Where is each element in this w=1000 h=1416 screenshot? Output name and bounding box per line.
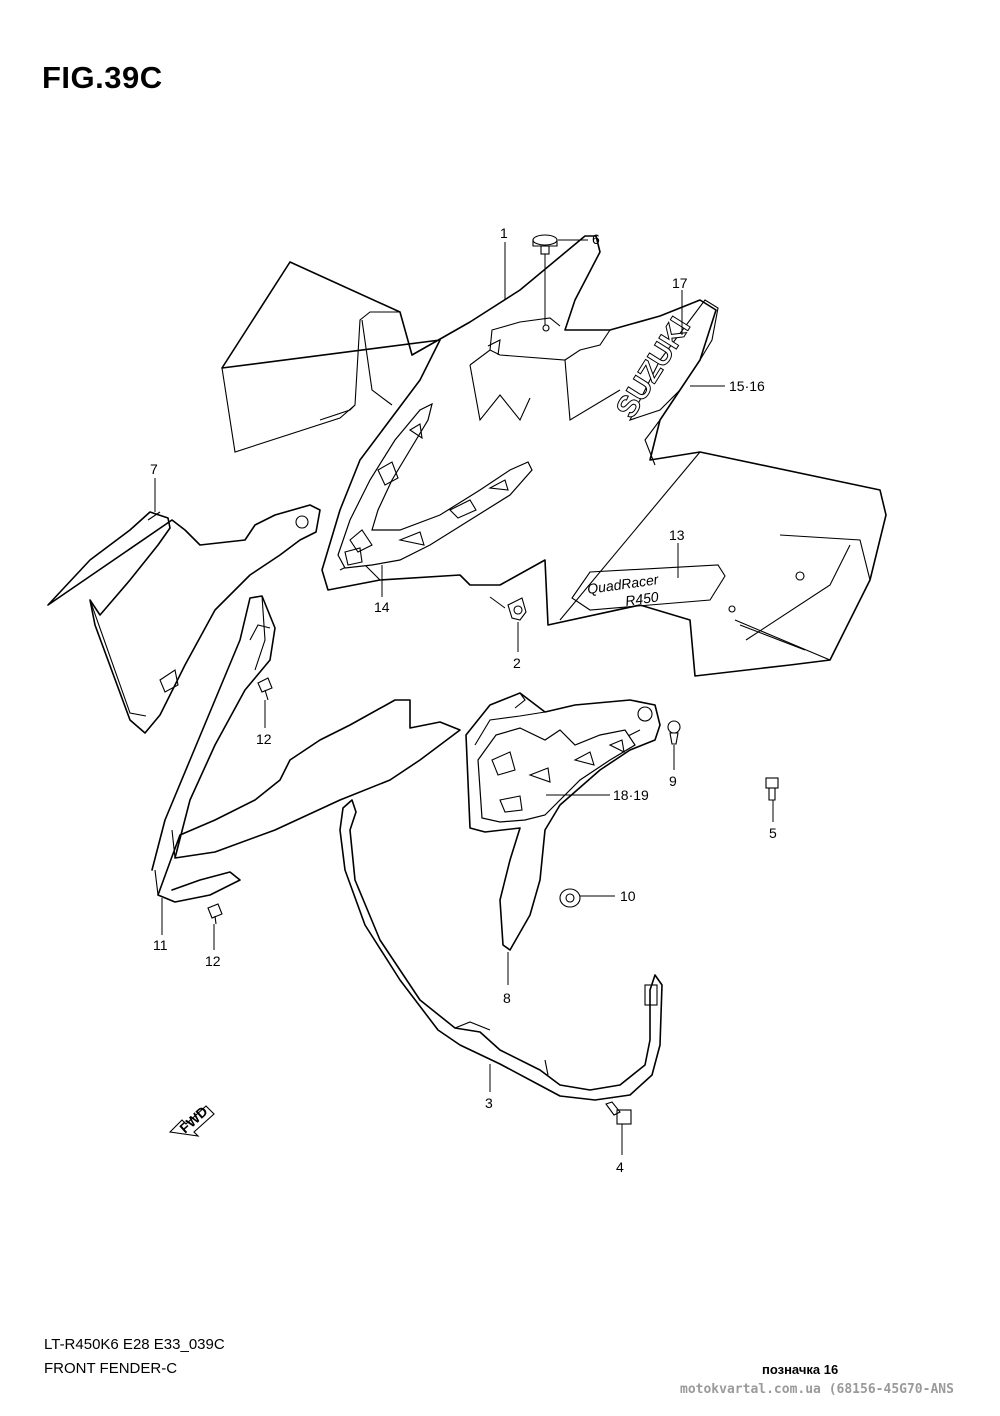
fastener-6-clip <box>532 234 558 255</box>
callout-7: 7 <box>150 461 158 477</box>
section-name: FRONT FENDER-C <box>44 1360 178 1377</box>
fastener-4-bolt <box>605 1101 632 1125</box>
callout-8: 8 <box>503 990 511 1006</box>
fwd-arrow-icon: FWD <box>168 1103 215 1137</box>
fastener-12b-screw <box>207 903 223 925</box>
callout-17: 17 <box>672 275 688 291</box>
lower-fender-decal <box>477 727 636 823</box>
side-decal-camo <box>337 402 533 569</box>
fastener-12a-screw <box>257 677 273 701</box>
callout-9: 9 <box>669 773 677 789</box>
callout-11: 11 <box>153 937 168 953</box>
callout-10: 10 <box>620 888 636 904</box>
fastener-2-clip <box>507 597 527 621</box>
callout-18-19: 18·19 <box>613 787 649 803</box>
callout-14: 14 <box>374 599 390 615</box>
callout-3: 3 <box>485 1095 493 1111</box>
left-lower-fender <box>151 595 461 903</box>
fastener-5-bolt <box>765 777 779 801</box>
fastener-9-clip <box>667 720 681 745</box>
callout-13: 13 <box>669 527 685 543</box>
quadracer-decal-line2: R450 <box>624 588 660 609</box>
fwd-arrow-text: FWD <box>176 1103 210 1136</box>
callout-2: 2 <box>513 655 521 671</box>
callout-12b: 12 <box>205 953 221 969</box>
leader-lines <box>154 239 774 1155</box>
fastener-10-clip <box>559 888 581 908</box>
suzuki-decal-text: SUZUKI <box>610 312 697 424</box>
callout-labels: 1 2 3 4 5 6 7 8 9 10 11 12 12 13 14 15·1… <box>150 225 777 1175</box>
callout-1: 1 <box>500 225 508 241</box>
front-fender-body <box>221 235 887 677</box>
callout-6: 6 <box>592 231 600 247</box>
suzuki-decal: SUZUKI <box>609 299 719 424</box>
model-code: LT-R450K6 E28 E33_039C <box>44 1336 225 1353</box>
left-side-cover <box>47 504 321 734</box>
callout-4: 4 <box>616 1159 624 1175</box>
callout-12a: 12 <box>256 731 272 747</box>
watermark-text: motokvartal.com.ua (68156-45G70-ANS <box>680 1382 954 1397</box>
callout-5: 5 <box>769 825 777 841</box>
callout-15-16: 15·16 <box>729 378 765 394</box>
figure-title: FIG.39C <box>42 60 163 95</box>
note-label: позначка 16 <box>762 1362 839 1377</box>
quadracer-decal: QuadRacer R450 <box>571 564 726 611</box>
fender-brace <box>339 799 663 1101</box>
